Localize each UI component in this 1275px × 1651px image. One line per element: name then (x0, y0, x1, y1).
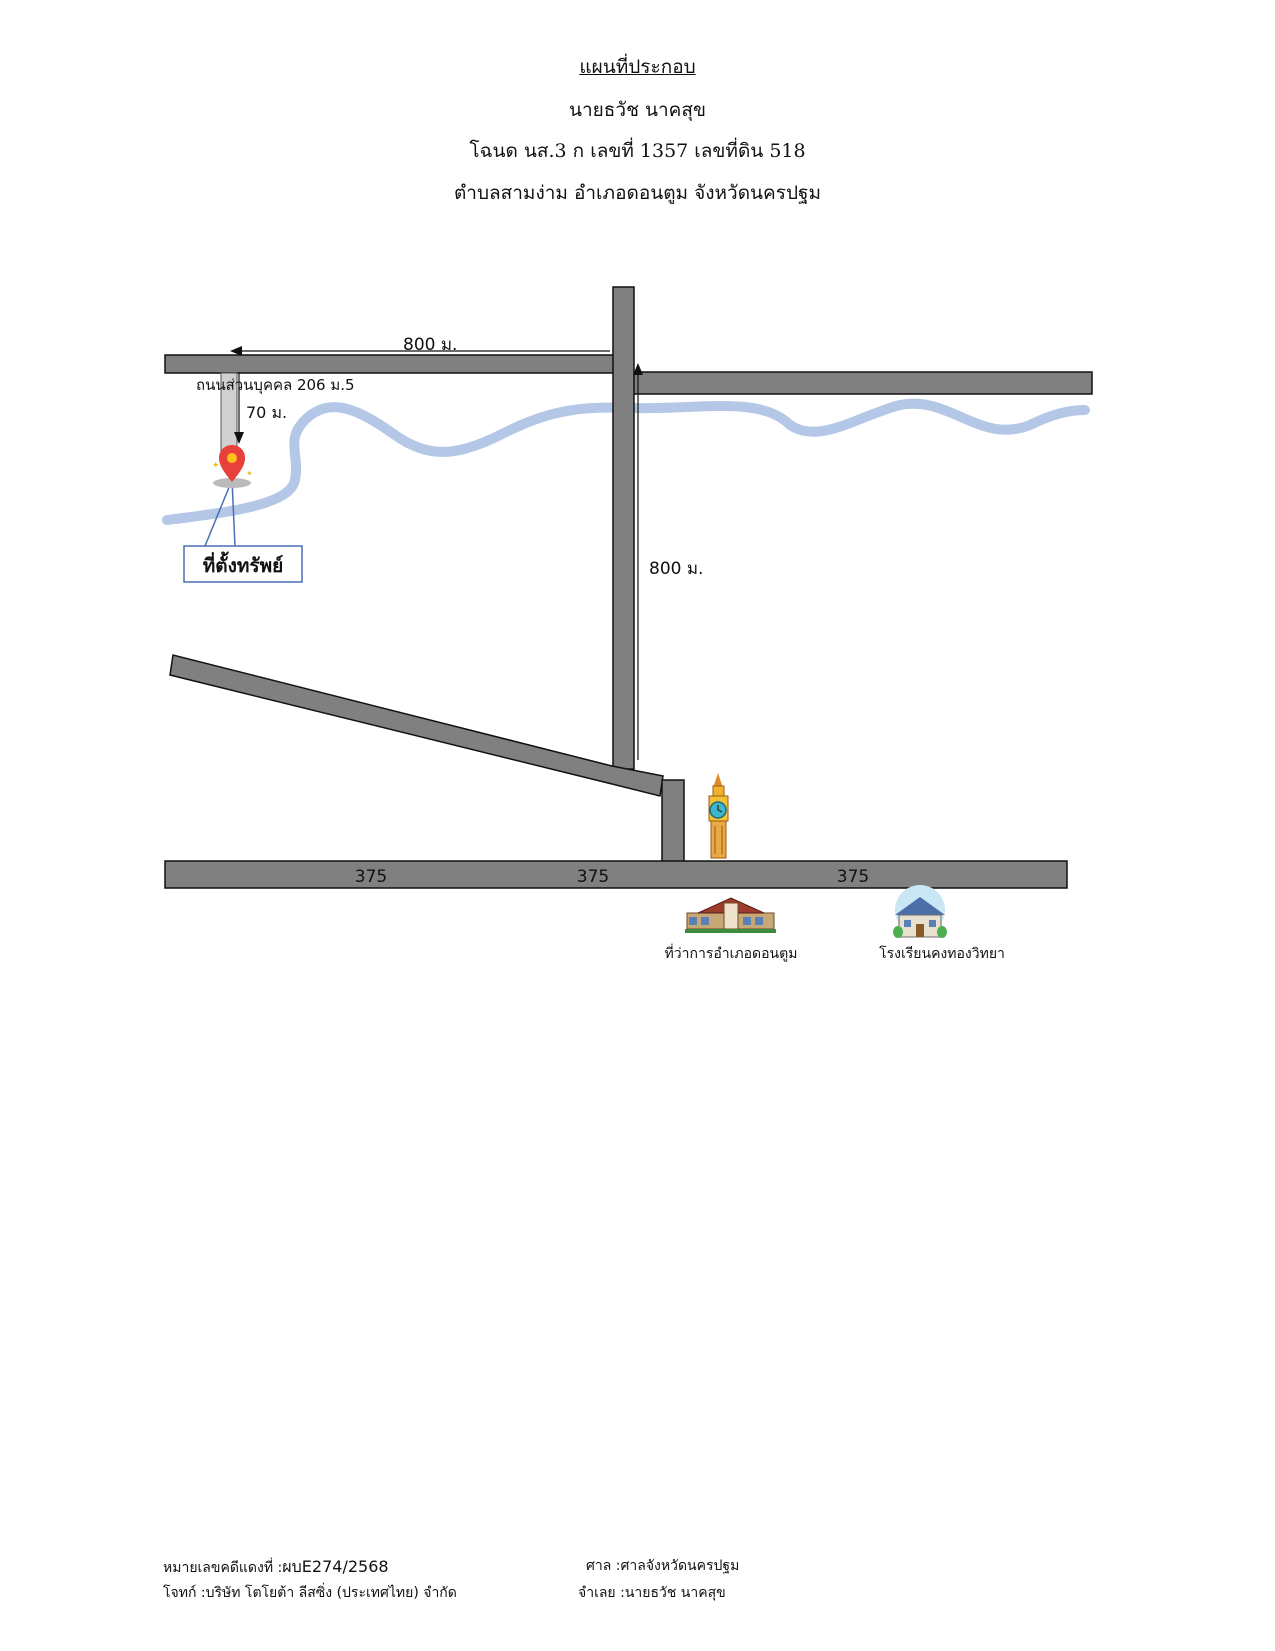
river (162, 398, 1090, 525)
location-map: ที่ตั้งทรัพย์ ✦ ✦ (162, 286, 1093, 962)
school-label: โรงเรียนคงทองวิทยา (879, 945, 1005, 962)
svg-text:✦: ✦ (212, 461, 220, 471)
clock-tower-icon (708, 773, 729, 859)
road-vertical (612, 286, 635, 770)
road-375-label: 375 (355, 867, 387, 887)
road-diagonal (169, 654, 664, 797)
svg-text:✦: ✦ (246, 469, 253, 478)
road-connector (661, 779, 685, 863)
district-office-label: ที่ว่าการอำเภอดอนตูม (665, 944, 798, 962)
road-375-label: 375 (837, 867, 869, 887)
distance-vertical-label: 800 ม. (649, 559, 703, 579)
distance-private-label: 70 ม. (246, 403, 287, 422)
distance-top-label: 800 ม. (403, 335, 457, 355)
property-label: ที่ตั้งทรัพย์ (203, 551, 284, 577)
defendant: จำเลย :นายธวัช นาคสุข (578, 1585, 726, 1601)
location-info: ตำบลสามง่าม อำเภอดอนตูม จังหวัดนครปฐม (453, 182, 822, 204)
road-top-left (164, 354, 619, 374)
case-number: หมายเลขคดีแดงที่ :ผบE274/2568 (163, 1557, 389, 1576)
plaintiff: โจทก์ :บริษัท โตโยต้า ลีสซิ่ง (ประเทศไทย… (163, 1585, 457, 1601)
owner-name: นายธวัช นาคสุข (569, 99, 706, 121)
deed-info: โฉนด นส.3 ก เลขที่ 1357 เลขที่ดิน 518 (469, 140, 806, 162)
location-pin-icon: ✦ ✦ (212, 445, 253, 488)
private-road-label: ถนนส่วนบุคคล 206 ม.5 (196, 376, 355, 395)
school-icon (893, 885, 947, 938)
court: ศาล :ศาลจังหวัดนครปฐม (586, 1558, 740, 1574)
map-title: แผนที่ประกอบ (579, 56, 696, 78)
road-375 (164, 860, 1068, 889)
district-office-icon (685, 897, 776, 933)
road-375-label: 375 (577, 867, 609, 887)
road-top-right (629, 371, 1093, 395)
property-label-box (183, 545, 303, 583)
